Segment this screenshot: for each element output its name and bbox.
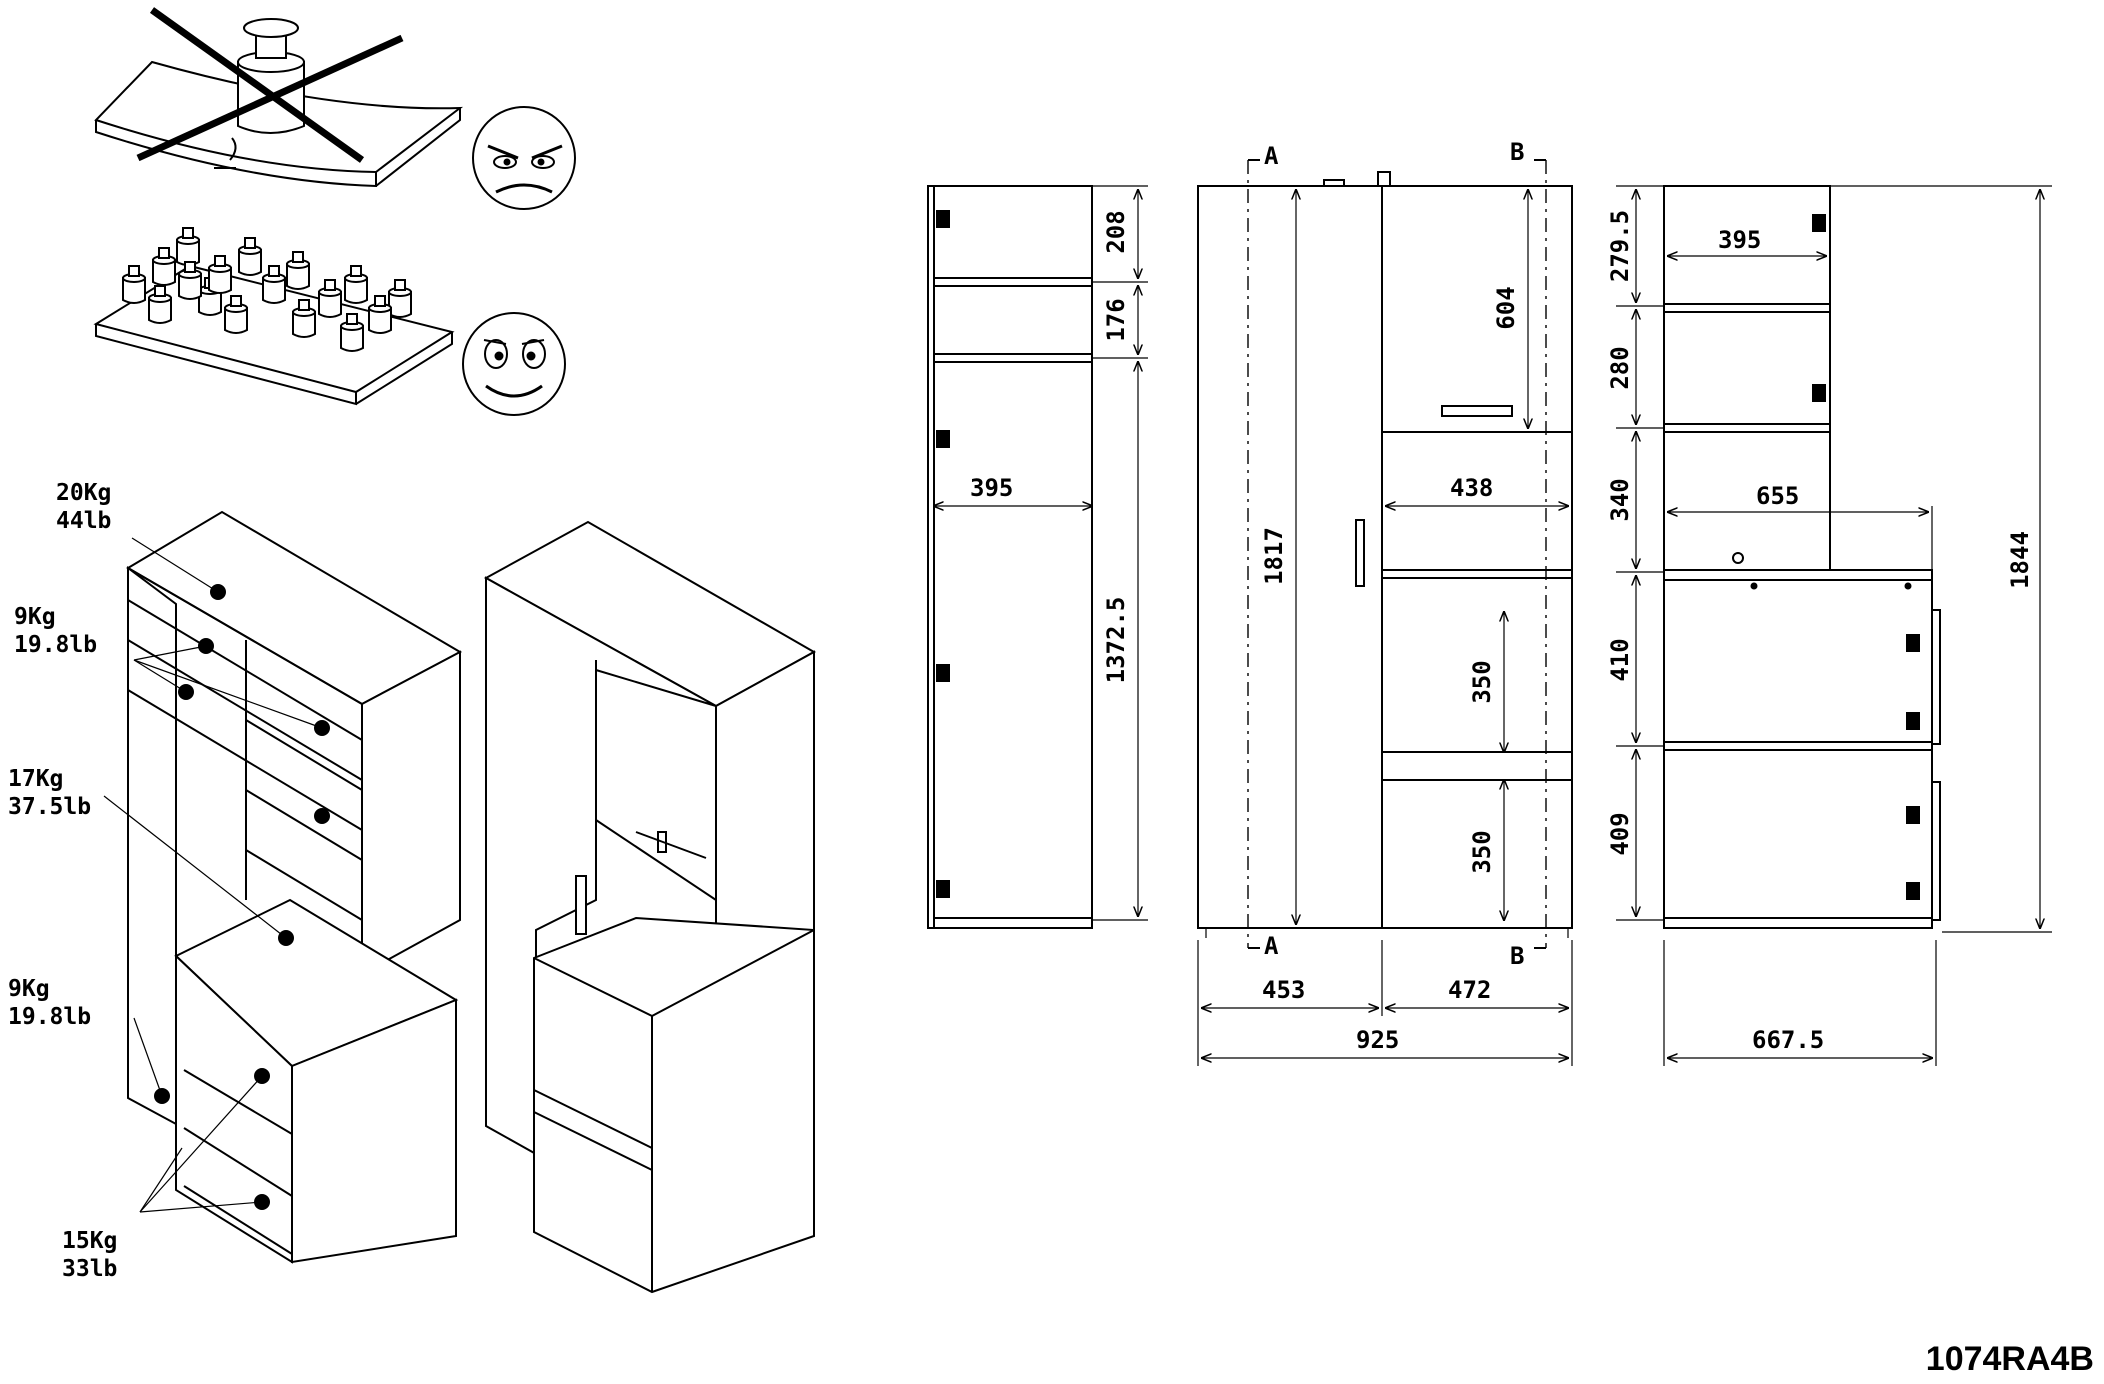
drawer-1-height-label: 350 — [1468, 660, 1496, 703]
overload-warning — [94, 7, 576, 210]
small-weights-icon — [122, 227, 412, 352]
right-height-5-label: 409 — [1606, 812, 1634, 855]
section-mark-b-top: B — [1510, 138, 1524, 166]
small-weight — [292, 299, 316, 338]
small-weight — [340, 313, 364, 352]
weight-lb-3: 37.5lb — [8, 794, 91, 820]
isometric-cabinet-open — [103, 510, 463, 1264]
front-view: A A B B 1817 604 438 350 350 453 472 925 — [1197, 138, 1573, 1066]
right-height-1-label: 279.5 — [1606, 210, 1634, 282]
niche-width-label: 438 — [1450, 474, 1493, 502]
width-left-label: 453 — [1262, 976, 1305, 1004]
small-weight — [238, 237, 262, 276]
weight-lb-1: 44lb — [56, 508, 111, 534]
angry-face-icon — [472, 106, 576, 210]
weight-labels: 20Kg 44lb 9Kg 19.8lb 17Kg 37.5lb 9Kg 19.… — [8, 480, 117, 1282]
side-height-rest-label: 1372.5 — [1102, 597, 1130, 684]
total-height-label: 1844 — [2006, 531, 2034, 589]
small-weight — [224, 295, 248, 334]
weight-lb-5: 33lb — [62, 1256, 117, 1282]
weight-kg-2: 9Kg — [14, 604, 56, 630]
small-weight — [122, 265, 146, 304]
weight-kg-1: 20Kg — [56, 480, 111, 506]
small-weight — [176, 227, 200, 266]
small-weight — [368, 295, 392, 334]
section-mark-a-bottom: A — [1264, 932, 1279, 960]
section-mark-b-bottom: B — [1510, 942, 1524, 970]
side-height-top-label: 208 — [1102, 210, 1130, 253]
right-height-4-label: 410 — [1606, 638, 1634, 681]
section-mark-a-top: A — [1264, 142, 1279, 170]
side-depth-label: 395 — [970, 474, 1013, 502]
total-depth-label: 667.5 — [1752, 1026, 1824, 1054]
happy-face-icon — [462, 312, 566, 416]
cross-mark — [149, 7, 365, 163]
small-weight — [178, 261, 202, 300]
side-height-second-label: 176 — [1102, 298, 1130, 341]
door-height-label: 604 — [1492, 286, 1520, 329]
small-weight — [152, 247, 176, 286]
weight-kg-3: 17Kg — [8, 766, 63, 792]
side-section-view: 395 208 176 1372.5 — [927, 185, 1148, 929]
weight-kg-4: 9Kg — [8, 976, 50, 1002]
small-weight — [208, 255, 232, 294]
front-height-label: 1817 — [1260, 527, 1288, 585]
drawer-2-height-label: 350 — [1468, 830, 1496, 873]
distributed-load-ok — [93, 227, 566, 416]
upper-depth-label: 395 — [1718, 226, 1761, 254]
small-weight — [388, 279, 412, 318]
width-right-label: 472 — [1448, 976, 1491, 1004]
lower-depth-label: 655 — [1756, 482, 1799, 510]
weight-kg-5: 15Kg — [62, 1228, 117, 1254]
right-height-2-label: 280 — [1606, 346, 1634, 389]
small-weight — [262, 265, 286, 304]
right-height-3-label: 340 — [1606, 478, 1634, 521]
weight-lb-4: 19.8lb — [8, 1004, 91, 1030]
isometric-cabinet-closed — [483, 520, 817, 1294]
total-width-label: 925 — [1356, 1026, 1399, 1054]
weight-lb-2: 19.8lb — [14, 632, 97, 658]
small-weight — [286, 251, 310, 290]
right-side-view: 395 655 667.5 279.5 280 340 410 409 1844 — [1606, 185, 2052, 1066]
small-weight — [148, 285, 172, 324]
model-code: 1074RA4B — [1926, 1340, 2094, 1378]
small-weight — [344, 265, 368, 304]
small-weight — [318, 279, 342, 318]
